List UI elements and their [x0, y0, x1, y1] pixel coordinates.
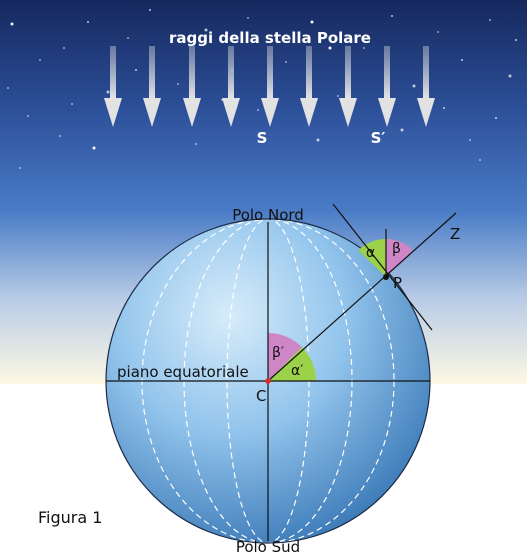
figure-caption: Figura 1 — [38, 508, 102, 527]
label-alpha: α — [366, 245, 375, 261]
star — [469, 139, 471, 141]
angle-beta-prime-sector — [268, 333, 302, 381]
star — [257, 109, 259, 111]
star — [71, 103, 73, 105]
star — [7, 87, 9, 89]
label-zenith-z: Z — [450, 225, 460, 243]
star — [316, 138, 320, 142]
label-south-pole: Polo Sud — [236, 538, 300, 552]
point-p-marker — [383, 274, 389, 280]
horizon-tangent — [332, 203, 433, 331]
ray-arrow — [261, 46, 279, 127]
star — [508, 74, 512, 78]
star — [63, 47, 65, 49]
star — [479, 159, 481, 161]
ray-arrow — [300, 46, 318, 127]
ray-arrow — [104, 46, 122, 127]
star — [489, 19, 491, 21]
ray-arrow — [143, 46, 161, 127]
star — [515, 39, 517, 41]
ray-arrow — [378, 46, 396, 127]
zenith-line — [267, 212, 457, 382]
ray-arrow — [339, 46, 357, 127]
angle-alpha-prime-sector — [268, 347, 316, 381]
star — [391, 15, 393, 17]
polaris-rays — [104, 46, 435, 127]
star — [149, 9, 151, 11]
label-equatorial-plane: piano equatoriale — [117, 363, 249, 381]
star — [10, 22, 14, 26]
star — [127, 37, 129, 39]
stars — [7, 9, 517, 169]
label-north-pole: Polo Nord — [232, 206, 304, 224]
star — [135, 69, 137, 71]
label-center-c: C — [256, 387, 266, 405]
star — [19, 167, 21, 169]
star — [363, 47, 365, 49]
center-marker — [265, 378, 271, 384]
star — [177, 83, 179, 85]
star — [106, 90, 110, 94]
star — [221, 99, 223, 101]
star — [337, 95, 339, 97]
ray-arrow — [183, 46, 201, 127]
angle-beta-sector — [386, 239, 413, 277]
star — [310, 20, 314, 24]
star — [437, 31, 439, 33]
ray-arrow — [222, 46, 240, 127]
star — [400, 128, 404, 132]
star — [59, 135, 61, 137]
rays-title: raggi della stella Polare — [169, 29, 371, 47]
star — [204, 28, 208, 32]
star — [27, 115, 29, 117]
label-alpha-prime: α′ — [291, 363, 303, 379]
star — [443, 107, 445, 109]
ray-arrow — [417, 46, 435, 127]
star — [461, 59, 463, 61]
label-beta-prime: β′ — [272, 345, 284, 361]
star — [39, 59, 41, 61]
angle-alpha-sector — [358, 238, 386, 277]
star — [285, 61, 287, 63]
star — [247, 17, 249, 19]
label-point-p: P — [393, 274, 402, 292]
star — [92, 146, 96, 150]
star — [195, 143, 197, 145]
ray-label-s: S — [257, 129, 268, 147]
label-beta: β — [392, 241, 401, 257]
star — [412, 84, 416, 88]
star — [495, 117, 497, 119]
star — [328, 46, 332, 50]
ray-label-s-prime: S′ — [371, 129, 386, 147]
star — [87, 21, 89, 23]
